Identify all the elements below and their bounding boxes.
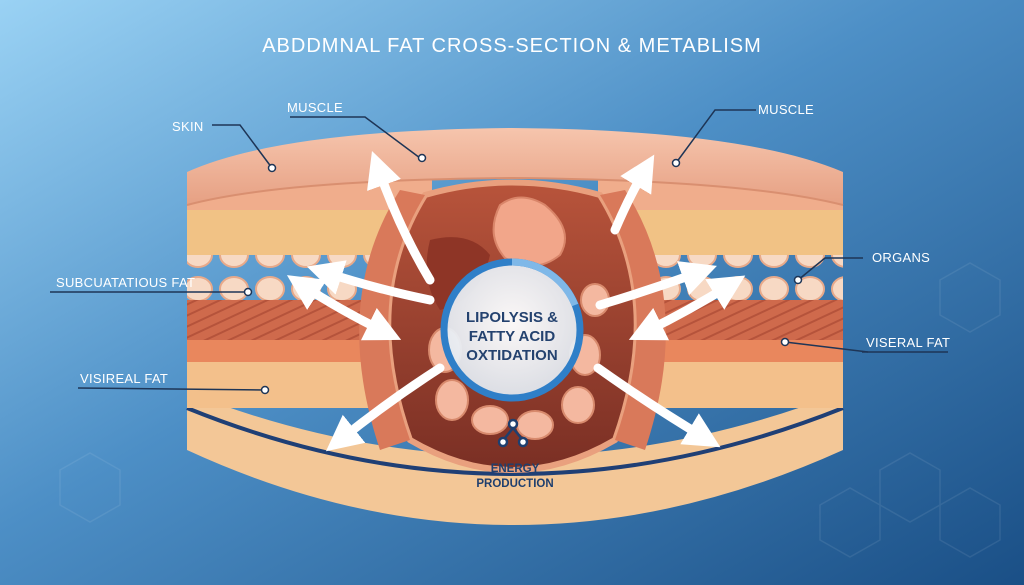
center-line-1: LIPOLYSIS & bbox=[466, 309, 558, 326]
label-muscle-right: MUSCLE bbox=[758, 102, 814, 117]
energy-line-1: ENERGY bbox=[491, 463, 540, 475]
label-visceral-fat-right: VISERAL FAT bbox=[866, 335, 950, 350]
label-visceral-fat-left: VISIREAL FAT bbox=[80, 371, 168, 386]
label-organs: ORGANS bbox=[872, 250, 930, 265]
label-skin: SKIN bbox=[172, 119, 204, 134]
label-muscle-left: MUSCLE bbox=[287, 100, 343, 115]
label-subcutaneous-fat: SUBCUATATIOUS FAT bbox=[56, 275, 195, 290]
diagram-title: ABDDMNAL FAT CROSS-SECTION & METABLISM bbox=[262, 35, 762, 57]
center-line-3: OXTIDATION bbox=[466, 347, 557, 364]
center-line-2: FATTY ACID bbox=[469, 328, 556, 345]
energy-line-2: PRODUCTION bbox=[476, 478, 553, 490]
